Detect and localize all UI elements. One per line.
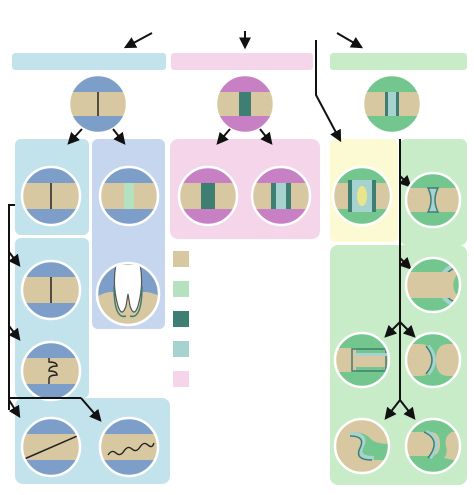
pivot-joint-icon	[404, 256, 462, 314]
legend-swatch	[173, 281, 189, 297]
symphysis-icon	[250, 165, 312, 227]
legend-swatch	[173, 341, 189, 357]
fibrous-joint-icon	[67, 73, 129, 135]
header-bar-synovial	[330, 53, 467, 70]
legend-item-cartilage	[173, 309, 195, 329]
syndesmosis-icon	[98, 165, 160, 227]
suture-icon	[20, 165, 82, 227]
legend-swatch	[173, 371, 189, 387]
ball-and-socket-joint-icon	[404, 417, 462, 475]
synovial-joint-icon	[361, 73, 423, 135]
cartilaginous-joint-icon	[214, 73, 276, 135]
header-bar-fibrous	[12, 53, 166, 70]
synovial-branch-lines	[384, 139, 416, 420]
arrow-fibrous-to-sutures	[67, 128, 83, 145]
synchondrosis-icon	[177, 165, 239, 227]
suture-icon	[20, 259, 82, 321]
hinge-joint-icon	[333, 331, 391, 389]
condyloid-joint-icon	[404, 331, 462, 389]
suture-branch-lines	[8, 204, 102, 422]
legend-item-synovial-membrane	[173, 339, 195, 359]
arrow-cartilaginous-to-synchondrosis	[216, 128, 231, 145]
legend-item-capsule	[173, 369, 195, 389]
suture-icon	[98, 416, 160, 478]
arrow-cartilaginous-to-symphysis	[259, 128, 273, 145]
suture-icon	[20, 340, 82, 402]
plane-joint-icon	[404, 171, 462, 229]
header-bar-cartilaginous	[171, 53, 313, 70]
arrow-synovial-main	[315, 40, 342, 143]
synovial-capsule-icon	[331, 165, 393, 227]
arrow-to-synovial	[336, 32, 364, 49]
legend-swatch	[173, 251, 189, 267]
color-legend	[173, 249, 195, 399]
arrow-to-fibrous	[123, 32, 153, 49]
arrow-fibrous-to-other	[112, 128, 126, 145]
legend-item-fibrous-tissue	[173, 279, 195, 299]
saddle-joint-icon	[333, 417, 391, 475]
suture-icon	[20, 416, 82, 478]
legend-item-bone	[173, 249, 195, 269]
legend-swatch	[173, 311, 189, 327]
